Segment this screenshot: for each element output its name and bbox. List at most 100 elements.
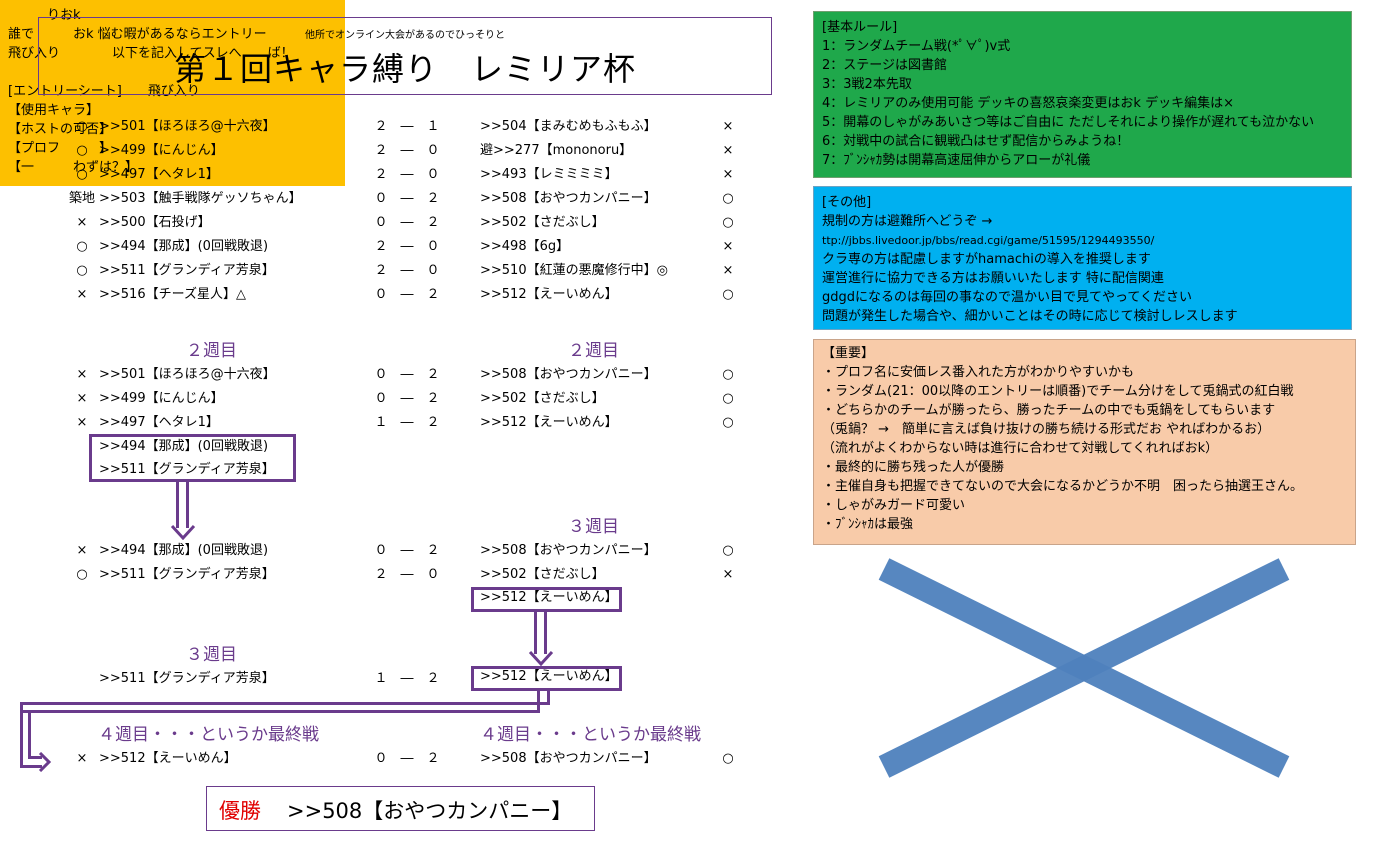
bracket-line (20, 765, 42, 768)
result-mark: × (722, 567, 734, 582)
rule-line: 6：対戦中の試合に観戦凸はせず配信からみようね！ (822, 134, 1130, 149)
bye-entry: >>494【那成】(0回戦敗退) (99, 439, 269, 454)
bye-entry: >>511【グランディア芳泉】 (99, 462, 275, 477)
other-heading: [その他] (822, 195, 872, 210)
result-mark: ○ (76, 239, 88, 254)
entry-line: 飛び入り 以下を記入してスレへ ば！ (8, 46, 294, 61)
match-right-player: >>512【えーいめん】 (480, 287, 618, 302)
bbs-link[interactable]: ttp://jbbs.livedoor.jp/bbs/read.cgi/game… (822, 234, 1155, 247)
match-right-player: >>498【6g】 (480, 239, 570, 254)
entry-line: 【プロフ 】 (8, 141, 113, 156)
other-panel: [その他] 規制の方は避難所へどうぞ → ttp://jbbs.livedoor… (813, 186, 1352, 330)
other-line: 問題が発生した場合や、細かいことはその時に応じて検討しレスします (822, 309, 1238, 324)
important-line: （流れがよくわからない時は進行に合わせて対戦してくれればおk） (822, 441, 1219, 456)
match-score: ２ ― ０ (374, 167, 440, 182)
result-mark: × (76, 367, 88, 382)
result-mark: × (76, 215, 88, 230)
match-score: ０ ― ２ (374, 191, 440, 206)
bye-entry: >>512【えーいめん】 (480, 590, 618, 605)
arrow-shaft (176, 482, 179, 528)
result-mark: ○ (76, 567, 88, 582)
bye-box-week2 (89, 434, 296, 482)
match-right-player: >>508【おやつカンパニー】 (480, 751, 657, 766)
match-left-player: >>503【触手戦隊ゲッソちゃん】 (99, 191, 302, 206)
result-mark: × (722, 239, 734, 254)
match-left-player: >>494【那成】(0回戦敗退) (99, 239, 269, 254)
week2-right-heading: ２週目 (568, 341, 619, 361)
result-mark: ○ (722, 415, 734, 430)
result-mark: × (76, 391, 88, 406)
result-mark: ○ (722, 391, 734, 406)
match-right-player: >>508【おやつカンパニー】 (480, 191, 657, 206)
match-score: １ ― ２ (374, 671, 440, 686)
result-mark: ○ (76, 263, 88, 278)
week4-right-heading: ４週目・・・というか最終戦 (480, 725, 701, 745)
bracket-line (547, 691, 550, 705)
week2-left-heading: ２週目 (186, 341, 237, 361)
week3-left-heading: ３週目 (186, 645, 237, 665)
important-line: 【重要】 (822, 346, 875, 361)
bracket-line (20, 702, 23, 768)
important-line: ・主催自身も把握できてないので大会になるかどうか不明 困ったら抽選王さん。 (822, 479, 1304, 494)
week4-left-heading: ４週目・・・というか最終戦 (98, 725, 319, 745)
arrow-down-icon (528, 650, 554, 666)
match-right-player: >>504【まみむめもふもふ】 (480, 119, 657, 134)
match-score: ２ ― ０ (374, 567, 440, 582)
title-box: 他所でオンライン大会があるのでひっそりと 第１回キャラ縛り レミリア杯 (38, 17, 772, 95)
arrow-shaft (534, 612, 537, 654)
title-subtitle: 他所でオンライン大会があるのでひっそりと (305, 30, 505, 41)
match-right-player: >>510【紅蓮の悪魔修行中】◎ (480, 263, 668, 278)
match-right-player: >>508【おやつカンパニー】 (480, 367, 657, 382)
match-score: ０ ― ２ (374, 751, 440, 766)
rule-line: 7：ﾌﾞﾝｼｬｶ勢は開幕高速屈伸からアローが礼儀 (822, 153, 1091, 168)
other-line: クラ専の方は配慮しますがhamachiの導入を推奨します (822, 252, 1151, 267)
result-mark: ○ (722, 215, 734, 230)
rule-line: 5：開幕のしゃがみあいさつ等はご自由に ただしそれにより操作が遅れても泣かない (822, 115, 1315, 130)
match-right-player: >>512【えーいめん】 (480, 415, 618, 430)
match-score: ０ ― ２ (374, 367, 440, 382)
match-right-player: >>502【さだぶし】 (480, 391, 605, 406)
match-left-player: >>512【えーいめん】 (99, 751, 237, 766)
result-mark: ○ (722, 543, 734, 558)
match-left-player: >>499【にんじん】 (99, 391, 224, 406)
match-left-player: >>497【ヘタレ1】 (99, 167, 219, 182)
bracket-line (537, 691, 540, 713)
match-right-player: >>502【さだぶし】 (480, 567, 605, 582)
winner-box: 優勝 >>508【おやつカンパニー】 (206, 786, 595, 831)
match-score: ０ ― ２ (374, 391, 440, 406)
other-line: gdgdになるのは毎回の事なので温かい目で見てやってください (822, 290, 1192, 305)
match-left-player: >>500【石投げ】 (99, 215, 211, 230)
result-mark: ○ (76, 143, 88, 158)
important-line: ・しゃがみガード可愛い (822, 498, 966, 513)
match-score: ２ ― ０ (374, 239, 440, 254)
result-mark: × (722, 167, 734, 182)
result-mark: ○ (722, 191, 734, 206)
other-line: 規制の方は避難所へどうぞ → (822, 214, 993, 229)
match-right-player: >>502【さだぶし】 (480, 215, 605, 230)
result-mark: ○ (76, 167, 88, 182)
important-line: （兎鍋？ → 簡単に言えば負け抜けの勝ち続ける形式だお やればわかるお） (822, 422, 1271, 437)
match-score: ０ ― ２ (374, 215, 440, 230)
important-panel: 【重要】・プロフ名に安価レス番入れた方がわかりやすいかも・ランダム(21：00以… (813, 339, 1356, 545)
match-left-player: >>501【ほろほろ@十六夜】 (99, 367, 276, 382)
match-left-player: >>511【グランディア芳泉】 (99, 567, 275, 582)
entry-line: りおk (8, 8, 81, 23)
winner-name: >>508【おやつカンパニー】 (287, 799, 573, 823)
important-line: ・プロフ名に安価レス番入れた方がわかりやすいかも (822, 365, 1135, 380)
bracket-line (20, 710, 540, 713)
result-mark: ○ (722, 367, 734, 382)
other-line: 運営進行に協力できる方はお願いいたします 特に配信関連 (822, 271, 1164, 286)
match-left-player: >>494【那成】(0回戦敗退) (99, 543, 269, 558)
result-mark: × (76, 543, 88, 558)
match-left-player: >>511【グランディア芳泉】 (99, 263, 275, 278)
week3-right-heading: ３週目 (568, 517, 619, 537)
match-score: ０ ― ２ (374, 543, 440, 558)
important-line: ・最終的に勝ち残った人が優勝 (822, 460, 1005, 475)
bracket-line (28, 756, 42, 759)
bye-box-week3 (471, 587, 622, 612)
bracket-line (20, 702, 550, 705)
match-score: ２ ― ０ (374, 143, 440, 158)
result-mark: × (76, 415, 88, 430)
bracket-line (28, 710, 31, 758)
